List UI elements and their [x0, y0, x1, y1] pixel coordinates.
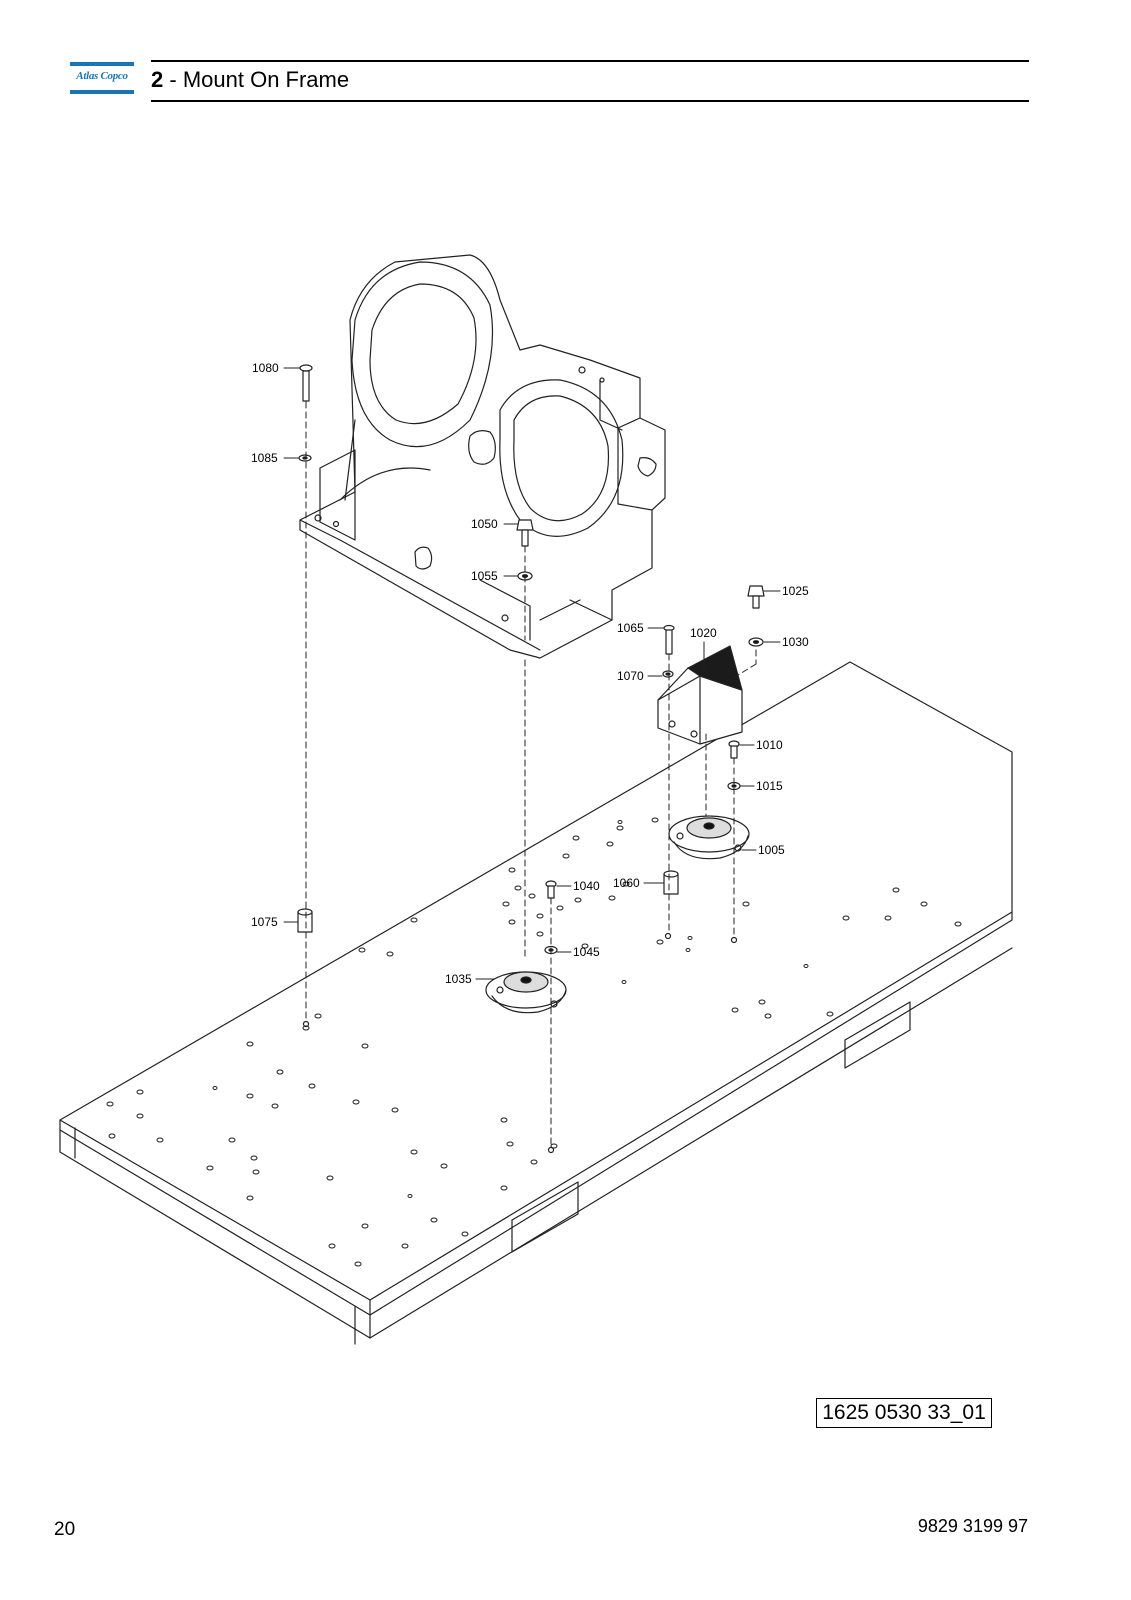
page-title: 2 - Mount On Frame	[151, 66, 349, 94]
callout-1060: 1060	[613, 876, 640, 890]
callout-1010: 1010	[756, 738, 783, 752]
document-number: 9829 3199 97	[917, 1516, 1028, 1536]
callout-1025: 1025	[782, 584, 809, 598]
callout-1045: 1045	[573, 945, 600, 959]
callout-1075: 1075	[251, 915, 278, 929]
compressor-housing	[299, 254, 666, 659]
page-number: 20	[54, 1519, 76, 1540]
rubber-mounts	[485, 815, 750, 1014]
atlas-copco-logo: Atlas Copco	[70, 62, 134, 94]
header-rule-bottom	[151, 100, 1029, 102]
logo-wordmark: Atlas Copco	[76, 70, 128, 82]
callout-1030: 1030	[782, 635, 809, 649]
assembly-guide-lines	[305, 401, 757, 1149]
callout-1055: 1055	[471, 569, 498, 583]
callout-1040: 1040	[573, 879, 600, 893]
callout-1065: 1065	[617, 621, 644, 635]
callout-1020: 1020	[690, 626, 717, 640]
logo-bar-top	[70, 62, 134, 66]
drawing-reference-number: 1625 0530 33_01	[816, 1398, 992, 1428]
callout-1070: 1070	[617, 669, 644, 683]
callout-1005: 1005	[758, 843, 785, 857]
mount-bracket	[657, 645, 743, 745]
callout-1085: 1085	[251, 451, 278, 465]
callout-1080: 1080	[252, 361, 279, 375]
header-rule-top	[151, 60, 1029, 62]
section-separator: -	[169, 67, 177, 92]
section-title: Mount On Frame	[182, 67, 350, 92]
callout-1035: 1035	[445, 972, 472, 986]
logo-bar-bottom	[70, 90, 134, 94]
callout-1015: 1015	[756, 779, 783, 793]
callout-1050: 1050	[471, 517, 498, 531]
callout-leader-lines	[283, 367, 781, 980]
section-number: 2	[151, 67, 164, 92]
